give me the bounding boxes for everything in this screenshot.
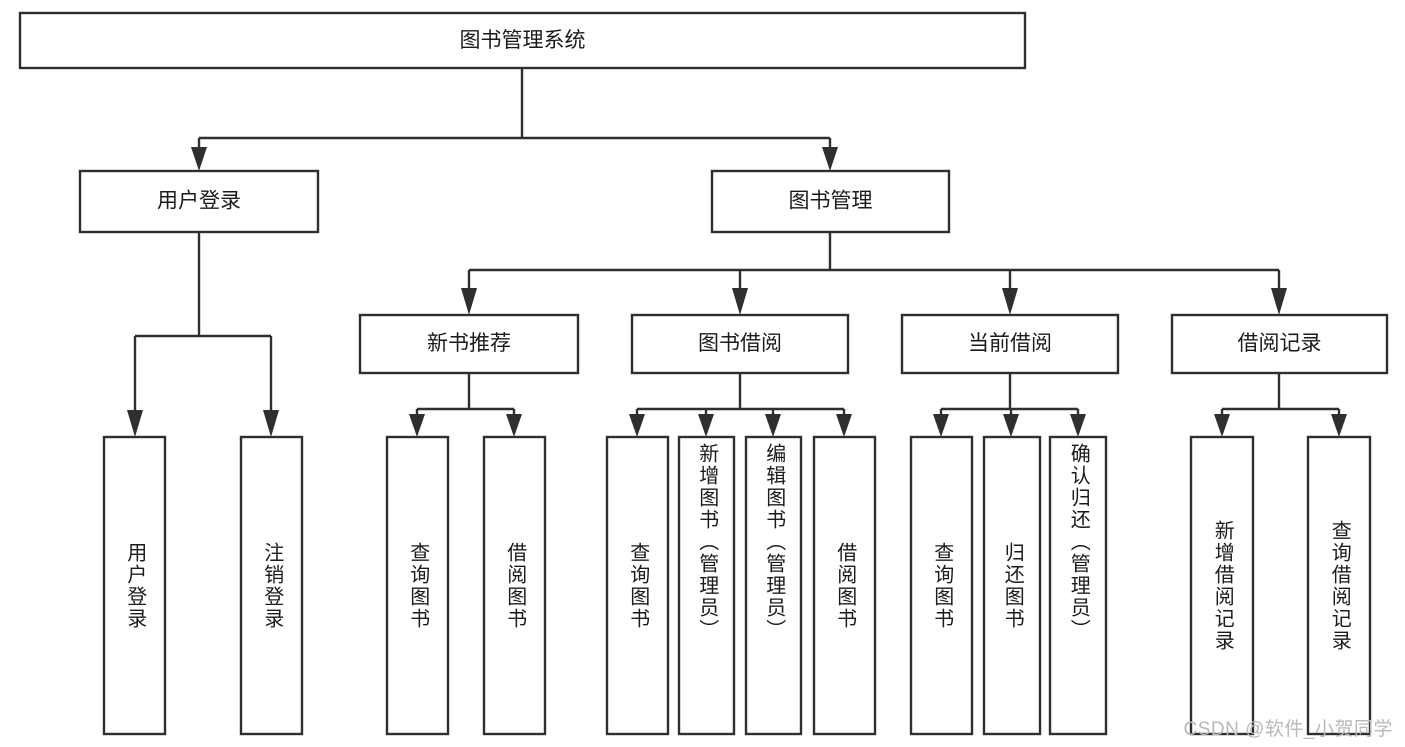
edges-newbook-to-leaves — [409, 373, 522, 437]
arrow-to-br-add-record — [1214, 414, 1230, 437]
node-current-borrow[interactable]: 当前借阅 — [900, 313, 1120, 375]
leaf-box-nb-query-book[interactable] — [385, 435, 450, 736]
arrow-to-current-borrow — [1002, 288, 1018, 315]
node-box-book-borrow[interactable] — [630, 313, 850, 375]
node-box-book-management[interactable] — [710, 169, 951, 234]
arrow-to-bb-edit-book — [765, 414, 781, 437]
arrow-to-user-login — [191, 147, 207, 171]
node-box-root[interactable] — [18, 11, 1027, 70]
node-label-user-login: 用户登录 — [157, 190, 241, 213]
edges-root-to-level2 — [191, 68, 838, 171]
node-label-borrow-record: 借阅记录 — [1238, 332, 1322, 355]
leaf-box-bb-add-book[interactable] — [677, 435, 736, 736]
arrow-to-bb-query-book — [629, 414, 645, 437]
node-label-root: 图书管理系统 — [460, 29, 586, 52]
node-label-book-management: 图书管理 — [789, 190, 873, 213]
edges-userlogin-to-leaves — [127, 232, 279, 437]
edges-bookmgmt-to-level3 — [461, 232, 1287, 315]
arrow-to-book-mgmt — [822, 147, 838, 171]
leaf-boxes — [102, 435, 1372, 736]
node-book-management[interactable]: 图书管理 — [710, 169, 951, 234]
leaf-box-br-query-record[interactable] — [1306, 435, 1372, 736]
node-label-current-borrow: 当前借阅 — [968, 332, 1052, 355]
arrow-to-borrow-record — [1271, 288, 1287, 315]
edges-currentborrow-to-leaves — [933, 373, 1086, 437]
leaf-box-nb-borrow-book[interactable] — [482, 435, 547, 736]
leaf-box-logout[interactable] — [239, 435, 304, 736]
arrow-to-leaf-logout — [263, 410, 279, 437]
node-box-new-book-recommend[interactable] — [358, 313, 580, 375]
arrow-to-nb-query-book — [409, 414, 425, 437]
arrow-to-bb-add-book — [698, 414, 714, 437]
node-box-current-borrow[interactable] — [900, 313, 1120, 375]
node-new-book-recommend[interactable]: 新书推荐 — [358, 313, 580, 375]
leaf-box-bb-borrow-book[interactable] — [812, 435, 877, 736]
arrow-to-book-borrow — [732, 288, 748, 315]
leaf-box-user-login[interactable] — [102, 435, 167, 736]
node-borrow-record[interactable]: 借阅记录 — [1170, 313, 1389, 375]
arrow-to-br-query-record — [1331, 414, 1347, 437]
arrow-to-cb-confirm-return — [1070, 414, 1086, 437]
edges-borrowrecord-to-leaves — [1214, 373, 1347, 437]
leaf-box-cb-query-book[interactable] — [909, 435, 974, 736]
leaf-box-cb-confirm-return[interactable] — [1048, 435, 1108, 736]
node-root-system[interactable]: 图书管理系统 — [18, 11, 1027, 70]
leaf-box-cb-return-book[interactable] — [982, 435, 1042, 736]
node-box-borrow-record[interactable] — [1170, 313, 1389, 375]
edges-bookborrow-to-leaves — [629, 373, 852, 437]
arrow-to-leaf-user-login — [127, 410, 143, 437]
node-label-new-book-recommend: 新书推荐 — [427, 332, 511, 355]
node-user-login[interactable]: 用户登录 — [78, 169, 320, 234]
leaf-box-bb-query-book[interactable] — [605, 435, 670, 736]
leaf-box-br-add-record[interactable] — [1189, 435, 1255, 736]
arrow-to-cb-query-book — [933, 414, 949, 437]
arrow-to-bb-borrow-book — [836, 414, 852, 437]
arrow-to-new-book-rec — [461, 288, 477, 315]
watermark-text: CSDN @软件_小贺同学 — [1183, 719, 1393, 740]
node-box-user-login[interactable] — [78, 169, 320, 234]
leaf-box-bb-edit-book[interactable] — [744, 435, 803, 736]
node-book-borrow[interactable]: 图书借阅 — [630, 313, 850, 375]
node-label-book-borrow: 图书借阅 — [698, 332, 782, 355]
arrow-to-cb-return-book — [1003, 414, 1019, 437]
arrow-to-nb-borrow-book — [506, 414, 522, 437]
